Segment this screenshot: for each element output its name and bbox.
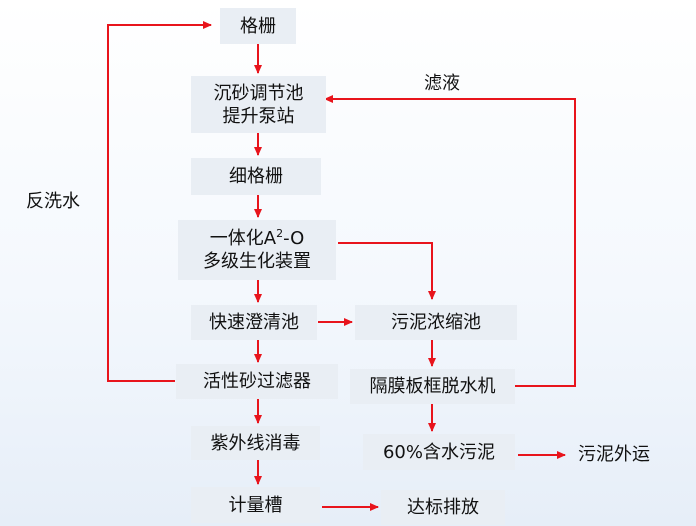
arrow-backwash-return (107, 21, 212, 382)
sand-filter-box: 活性砂过滤器 (176, 364, 338, 399)
uv-label: 紫外线消毒 (210, 432, 301, 454)
uv-box: 紫外线消毒 (191, 426, 320, 460)
sludge-out-label: 污泥外运 (578, 444, 650, 465)
sand-filter-label: 活性砂过滤器 (203, 371, 311, 392)
fine-grille-label: 细格栅 (229, 166, 283, 187)
bio-label-line1: 一体化A2-O (209, 227, 305, 249)
press-box: 隔膜板框脱水机 (350, 369, 515, 404)
arrow-filtrate-return (324, 95, 576, 387)
discharge-label: 达标排放 (407, 497, 479, 518)
grit-label-line1: 沉砂调节池 (213, 82, 304, 104)
clarifier-box: 快速澄清池 (191, 305, 317, 340)
meter-box: 计量槽 (191, 487, 320, 523)
thickener-label: 污泥浓缩池 (391, 312, 481, 333)
discharge-box: 达标排放 (381, 490, 505, 525)
backwash-label: 反洗水 (26, 191, 80, 212)
grit-label-line2: 提升泵站 (222, 105, 295, 127)
bio-label-line2: 多级生化装置 (203, 251, 311, 272)
clarifier-label: 快速澄清池 (209, 312, 299, 333)
grille-box: 格栅 (220, 8, 296, 44)
grit-chamber-box: 沉砂调节池 提升泵站 (191, 76, 326, 133)
filtrate-label: 滤液 (424, 73, 460, 94)
bio-reactor-box: 一体化A2-O 多级生化装置 (178, 220, 336, 280)
sludge60-label: 60%含水污泥 (382, 441, 495, 463)
press-label: 隔膜板框脱水机 (369, 376, 496, 397)
grille-label: 格栅 (240, 15, 276, 37)
fine-grille-box: 细格栅 (191, 158, 321, 195)
arrow-bio-to-thickener (338, 242, 436, 300)
sludge60-box: 60%含水污泥 (363, 434, 515, 470)
thickener-box: 污泥浓缩池 (355, 305, 517, 340)
meter-label: 计量槽 (228, 494, 283, 516)
